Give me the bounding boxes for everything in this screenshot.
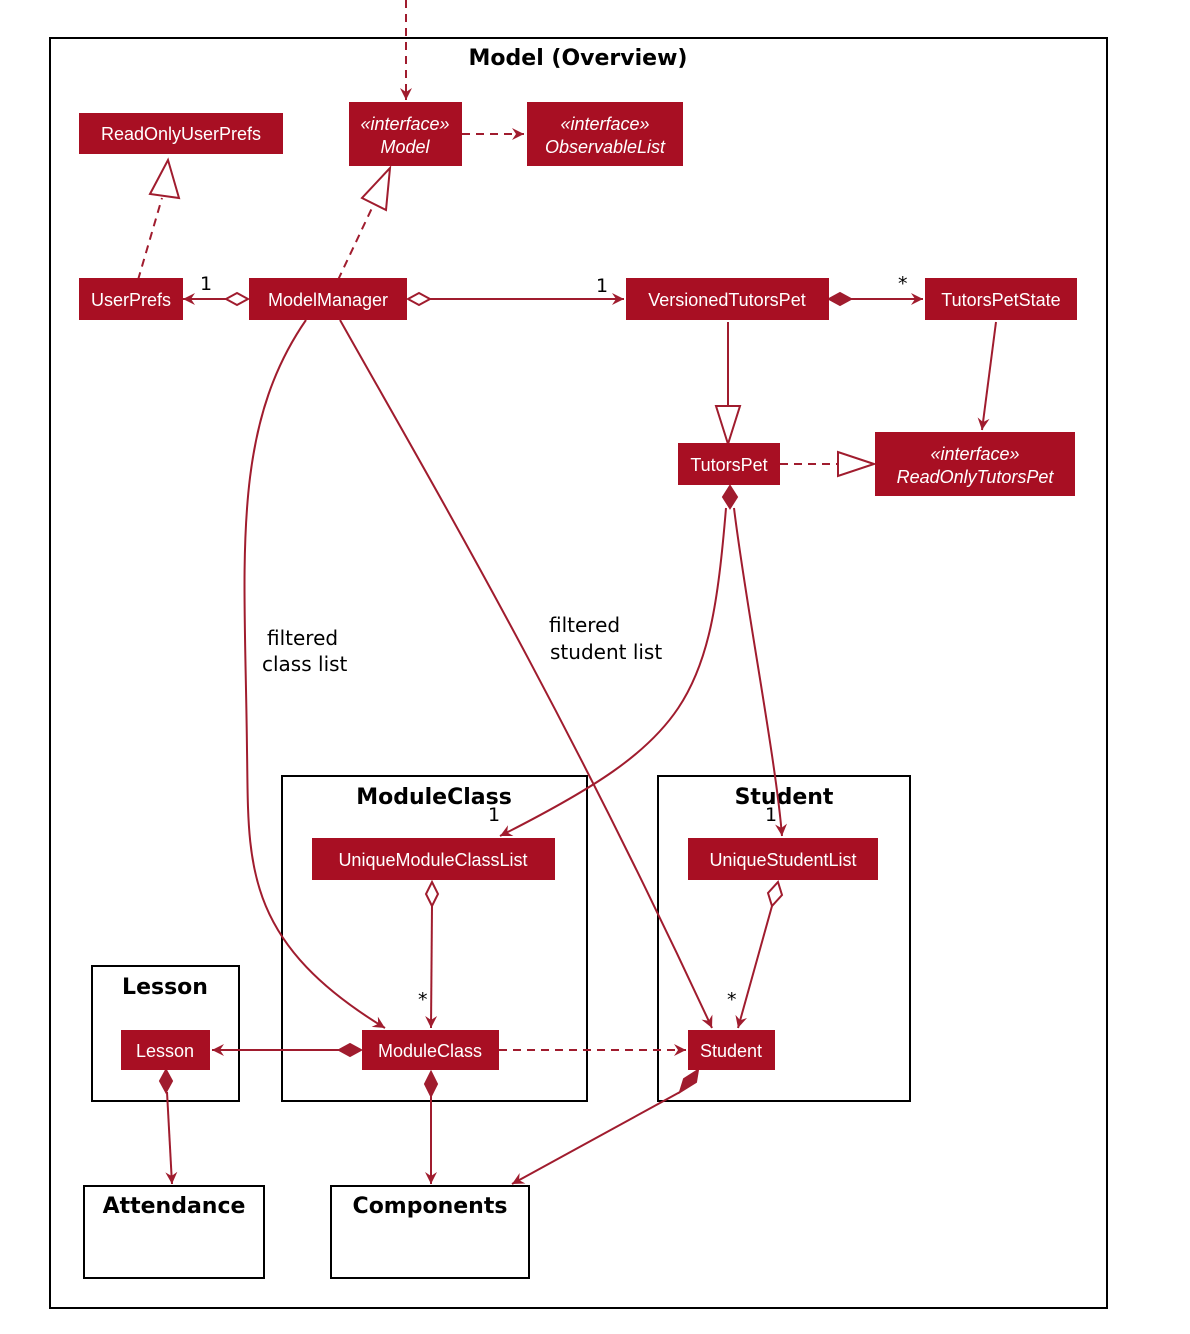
svg-text:TutorsPet: TutorsPet bbox=[690, 455, 767, 475]
multiplicity-user-prefs: 1 bbox=[200, 273, 212, 295]
multiplicity-module-class: * bbox=[418, 989, 428, 1011]
svg-text:UniqueModuleClassList: UniqueModuleClassList bbox=[338, 850, 527, 870]
realization-head-readonlytutorspet bbox=[837, 450, 878, 478]
svg-text:Student: Student bbox=[700, 1041, 762, 1061]
class-unique-student-list: UniqueStudentList bbox=[688, 838, 878, 880]
svg-text:UniqueStudentList: UniqueStudentList bbox=[709, 850, 856, 870]
edge-modelmanager-student bbox=[339, 319, 713, 1029]
package-attendance-title: Attendance bbox=[103, 1194, 246, 1219]
svg-text:«interface»: «interface» bbox=[360, 114, 449, 134]
label-filtered-class-list-line2: class list bbox=[262, 652, 348, 676]
class-lesson: Lesson bbox=[121, 1030, 210, 1070]
class-user-prefs: UserPrefs bbox=[79, 278, 183, 320]
edge-userprefs-readonlyuserprefs bbox=[137, 197, 163, 281]
svg-text:UserPrefs: UserPrefs bbox=[91, 290, 171, 310]
class-versioned-tutors-pet: VersionedTutorsPet bbox=[626, 278, 829, 320]
class-model: «interface» Model bbox=[349, 102, 462, 166]
package-attendance: Attendance bbox=[83, 1185, 265, 1279]
composition-diamond-moduleclass-bottom bbox=[423, 1069, 439, 1099]
edge-tutorspetstate-readonlytutorspet bbox=[977, 321, 997, 431]
svg-text:«interface»: «interface» bbox=[930, 444, 1019, 464]
package-student: Student bbox=[657, 775, 911, 1102]
package-lesson: Lesson bbox=[91, 965, 240, 1102]
svg-text:Model: Model bbox=[380, 137, 430, 157]
label-filtered-student-list-line1: filtered bbox=[549, 613, 620, 637]
composition-diamond-lesson bbox=[158, 1067, 174, 1095]
class-student: Student bbox=[688, 1030, 775, 1070]
package-module-class-title: ModuleClass bbox=[356, 785, 512, 810]
package-lesson-title: Lesson bbox=[122, 975, 208, 1000]
package-components: Components bbox=[330, 1185, 530, 1279]
multiplicity-versioned-tutors-pet: 1 bbox=[596, 275, 608, 297]
package-module-class: ModuleClass bbox=[281, 775, 588, 1102]
edge-uniquemoduleclasslist-moduleclass bbox=[425, 905, 438, 1029]
svg-text:ObservableList: ObservableList bbox=[545, 137, 666, 157]
edge-student-components bbox=[511, 1091, 681, 1185]
composition-diamond-versionedtutorspet bbox=[826, 291, 854, 307]
composition-diamond-tutorspet bbox=[721, 484, 739, 510]
model-overview-frame bbox=[49, 37, 1108, 1309]
aggregation-diamond-modelmanager-right bbox=[405, 291, 433, 307]
multiplicity-tutors-pet-state: * bbox=[898, 273, 908, 295]
edge-lesson-attendance bbox=[165, 1091, 178, 1185]
label-filtered-class-list-line1: filtered bbox=[267, 626, 338, 650]
realization-head-readonlyuserprefs bbox=[148, 157, 181, 200]
svg-text:ReadOnlyTutorsPet: ReadOnlyTutorsPet bbox=[897, 467, 1055, 487]
realization-head-model bbox=[360, 165, 392, 212]
svg-text:VersionedTutorsPet: VersionedTutorsPet bbox=[648, 290, 805, 310]
diagram-title: Model (Overview) bbox=[469, 46, 688, 71]
class-read-only-user-prefs: ReadOnlyUserPrefs bbox=[79, 113, 283, 154]
composition-diamond-student bbox=[678, 1067, 700, 1095]
edge-uniquestudentlist-student bbox=[735, 905, 773, 1029]
generalization-head-tutorspet bbox=[714, 405, 742, 448]
package-components-title: Components bbox=[353, 1194, 508, 1219]
edge-modelmanager-moduleclass bbox=[243, 319, 386, 1029]
aggregation-diamond-uniquestudentlist bbox=[766, 880, 784, 908]
label-filtered-student-list-line2: student list bbox=[550, 640, 662, 664]
class-unique-module-class-list: UniqueModuleClassList bbox=[312, 838, 555, 880]
class-module-class: ModuleClass bbox=[362, 1030, 499, 1070]
multiplicity-unique-student-list: 1 bbox=[765, 804, 777, 826]
svg-text:ModelManager: ModelManager bbox=[268, 290, 388, 310]
svg-text:«interface»: «interface» bbox=[560, 114, 649, 134]
aggregation-diamond-modelmanager-left bbox=[223, 291, 251, 307]
class-observable-list: «interface» ObservableList bbox=[527, 102, 683, 166]
class-read-only-tutors-pet: «interface» ReadOnlyTutorsPet bbox=[875, 432, 1075, 496]
svg-text:Lesson: Lesson bbox=[136, 1041, 194, 1061]
composition-diamond-moduleclass-left bbox=[336, 1042, 364, 1058]
multiplicity-student: * bbox=[727, 989, 737, 1011]
class-model-manager: ModelManager bbox=[249, 278, 407, 320]
edge-tutorspet-uniquestudentlist bbox=[733, 507, 788, 837]
edge-modelmanager-model bbox=[337, 207, 373, 281]
class-tutors-pet-state: TutorsPetState bbox=[925, 278, 1077, 320]
edge-tutorspet-uniquemoduleclasslist bbox=[499, 507, 727, 837]
svg-text:ReadOnlyUserPrefs: ReadOnlyUserPrefs bbox=[101, 124, 261, 144]
multiplicity-unique-module-class-list: 1 bbox=[488, 804, 500, 826]
class-tutors-pet: TutorsPet bbox=[678, 443, 780, 485]
aggregation-diamond-uniquemoduleclasslist bbox=[424, 879, 440, 909]
svg-text:TutorsPetState: TutorsPetState bbox=[941, 290, 1060, 310]
package-student-title: Student bbox=[735, 785, 834, 810]
svg-text:ModuleClass: ModuleClass bbox=[378, 1041, 482, 1061]
